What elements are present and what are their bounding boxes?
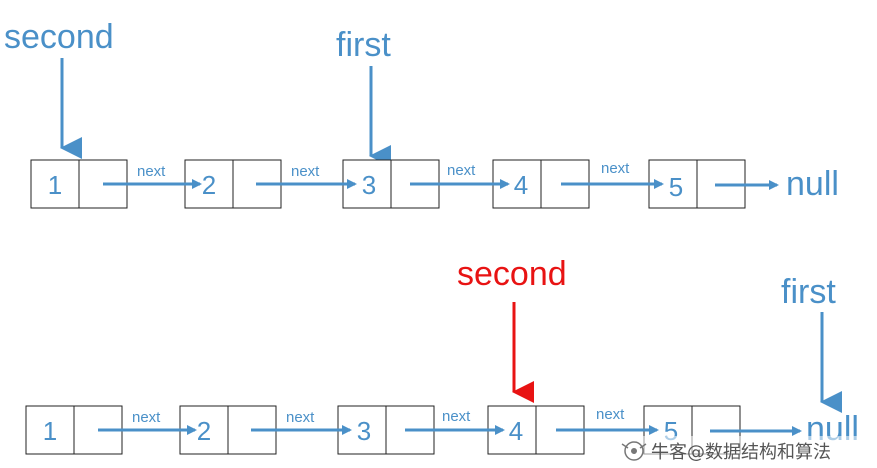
top-node-4-value: 4: [514, 170, 528, 200]
bottom-next-label-4: next: [596, 406, 625, 423]
bottom-node-1-value: 1: [43, 416, 57, 446]
top-node-5: 5: [648, 159, 746, 209]
top-second-label: second: [4, 18, 114, 56]
bottom-node-1: 1: [25, 405, 123, 455]
bottom-next-label-3: next: [442, 408, 471, 425]
bottom-first-label: first: [781, 273, 836, 311]
bottom-second-label: second: [457, 255, 567, 293]
top-first-label: first: [336, 26, 391, 64]
bottom-next-label-1: next: [132, 409, 161, 426]
top-diagram: second first 1 2 3 4: [4, 18, 839, 209]
nowcoder-logo-icon: [621, 441, 647, 461]
bottom-next-label-2: next: [286, 409, 315, 426]
top-node-3-value: 3: [362, 170, 376, 200]
watermark: 牛客@数据结构和算法: [618, 436, 874, 466]
bottom-node-4-value: 4: [509, 416, 523, 446]
top-node-2-value: 2: [202, 170, 216, 200]
top-null-label: null: [786, 165, 839, 203]
bottom-diagram: second first 1 2 3 4: [25, 255, 859, 455]
top-node-5-value: 5: [669, 172, 683, 202]
top-next-label-1: next: [137, 163, 166, 180]
bottom-node-2-value: 2: [197, 416, 211, 446]
bottom-node-3-value: 3: [357, 416, 371, 446]
watermark-text: 牛客@数据结构和算法: [651, 442, 831, 463]
top-next-label-2: next: [291, 163, 320, 180]
top-node-1-value: 1: [48, 170, 62, 200]
top-next-label-3: next: [447, 162, 476, 179]
top-next-label-4: next: [601, 160, 630, 177]
